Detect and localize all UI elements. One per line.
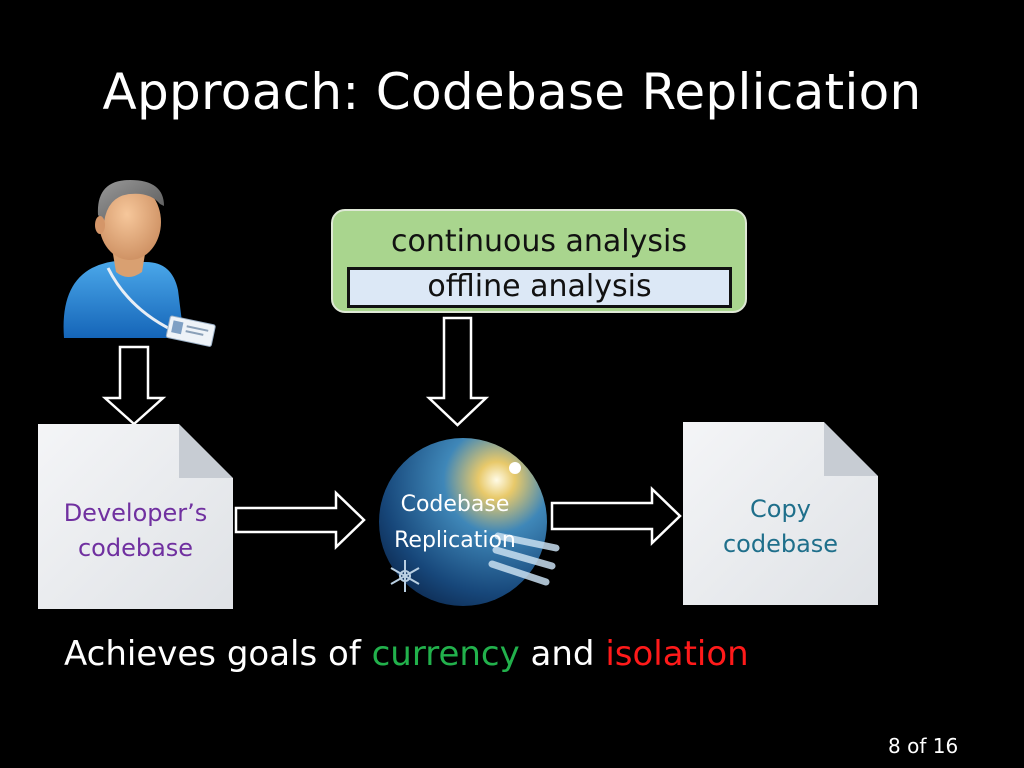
replication-line2: Replication bbox=[394, 528, 516, 554]
isolation-word: isolation bbox=[605, 634, 749, 674]
copy-codebase-line2: codebase bbox=[722, 529, 839, 558]
copy-codebase-line1: Copy bbox=[750, 495, 811, 523]
page-fold-icon bbox=[824, 422, 878, 476]
slide-current: 8 bbox=[888, 734, 901, 758]
slide-of: of bbox=[900, 734, 933, 758]
developer-codebase-document: Developer’s codebase bbox=[38, 424, 233, 609]
page-fold-icon bbox=[179, 424, 233, 478]
slide-number: 8 of 16 bbox=[888, 734, 958, 758]
goals-prefix: Achieves goals of bbox=[64, 634, 372, 674]
slide-title: Approach: Codebase Replication bbox=[102, 63, 922, 121]
analysis-box: continuous analysis offline analysis bbox=[331, 209, 747, 313]
slide-total: 16 bbox=[932, 734, 959, 758]
codebase-replication-label: Codebase Replication bbox=[380, 487, 530, 560]
continuous-analysis-label: continuous analysis bbox=[391, 224, 687, 259]
goals-and: and bbox=[519, 634, 606, 674]
developer-codebase-line2: codebase bbox=[77, 533, 194, 562]
replication-line1: Codebase bbox=[400, 492, 510, 517]
offline-analysis-label: offline analysis bbox=[347, 267, 732, 308]
currency-word: currency bbox=[371, 634, 520, 674]
goals-statement: Achieves goals of currency and isolation bbox=[64, 634, 749, 675]
developer-codebase-line1: Developer’s bbox=[63, 499, 208, 527]
copy-codebase-document: Copy codebase bbox=[683, 422, 878, 605]
